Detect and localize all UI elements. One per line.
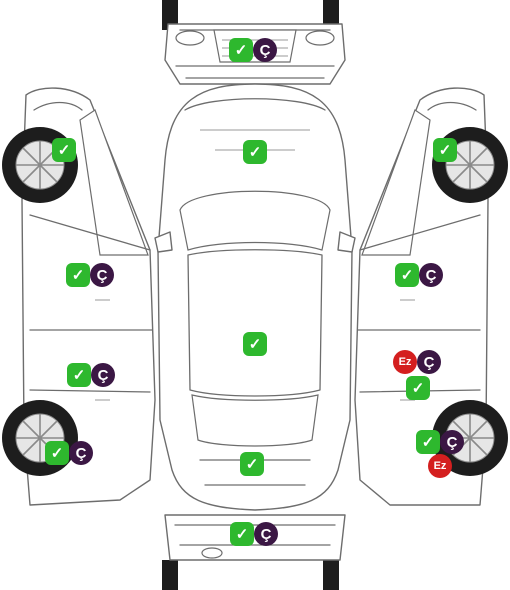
right-front-fender-check-icon[interactable]: ✓ xyxy=(433,138,457,162)
left-front-door-c-badge[interactable]: Ç xyxy=(90,263,114,287)
hood-check-icon[interactable]: ✓ xyxy=(243,140,267,164)
trunk-check-icon[interactable]: ✓ xyxy=(240,452,264,476)
left-rear-fender-c-badge[interactable]: Ç xyxy=(69,441,93,465)
front-bumper-check-icon[interactable]: ✓ xyxy=(229,38,253,62)
right-rear-door-check-icon[interactable]: ✓ xyxy=(406,376,430,400)
right-rear-fender-ez-badge[interactable]: Ez xyxy=(428,454,452,478)
right-front-door-check-icon[interactable]: ✓ xyxy=(395,263,419,287)
right-rear-fender-c-badge[interactable]: Ç xyxy=(440,430,464,454)
left-front-door-check-icon[interactable]: ✓ xyxy=(66,263,90,287)
front-bumper-c-badge[interactable]: Ç xyxy=(253,38,277,62)
roof-check-icon[interactable]: ✓ xyxy=(243,332,267,356)
rear-bumper-check-icon[interactable]: ✓ xyxy=(230,522,254,546)
left-rear-fender-check-icon[interactable]: ✓ xyxy=(45,441,69,465)
right-rear-door-ez-badge[interactable]: Ez xyxy=(393,350,417,374)
right-front-door-c-badge[interactable]: Ç xyxy=(419,263,443,287)
front-bumper-view xyxy=(162,0,346,85)
left-front-fender-check-icon[interactable]: ✓ xyxy=(52,138,76,162)
roof-view xyxy=(154,83,356,511)
right-rear-door-c-badge[interactable]: Ç xyxy=(417,350,441,374)
right-side-view xyxy=(354,87,508,506)
right-rear-fender-check-icon[interactable]: ✓ xyxy=(416,430,440,454)
left-rear-door-c-badge[interactable]: Ç xyxy=(91,363,115,387)
left-rear-door-check-icon[interactable]: ✓ xyxy=(67,363,91,387)
rear-bumper-c-badge[interactable]: Ç xyxy=(254,522,278,546)
